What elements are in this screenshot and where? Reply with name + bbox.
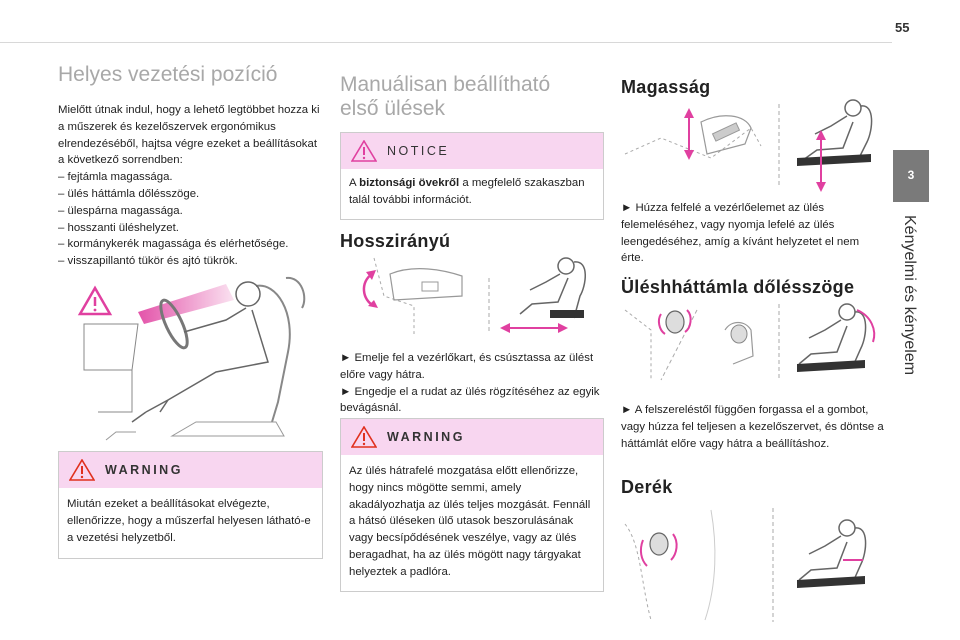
section-title-driving-position: Helyes vezetési pozíció: [58, 63, 278, 86]
section-title-height: Magasság: [621, 77, 711, 97]
list-item: visszapillantó tükör és ajtó tükrök.: [58, 253, 323, 270]
chapter-title-vertical: Kényelmi és kényelem: [900, 215, 930, 445]
height-adjust-illustration: [624, 99, 873, 192]
list-item: kormánykerék magassága és elérhetősége.: [58, 236, 323, 253]
adjustment-order-list: fejtámla magassága. ülés háttámla dőléss…: [58, 169, 323, 270]
top-divider: [0, 42, 892, 43]
list-item: hosszanti üléshelyzet.: [58, 220, 323, 237]
instruction-step: ► Engedje el a rudat az ülés rögzítéséhe…: [340, 385, 600, 415]
intro-paragraph: Mielőtt útnak indul, hogy a lehető legtö…: [58, 104, 320, 167]
section-title-lumbar: Derék: [621, 477, 673, 497]
height-instructions: ► Húzza felfelé a vezérlőelemet az ülés …: [621, 202, 860, 265]
warning-title: WARNING: [105, 463, 183, 477]
page-number: 55: [895, 20, 910, 35]
warning-text: Miután ezeket a beállításokat elvégezte,…: [67, 498, 311, 544]
instruction-step: ► Emelje fel a vezérlőkart, és csúsztass…: [340, 352, 594, 381]
title-line-2: első ülések: [340, 97, 446, 120]
chapter-number: 3: [907, 168, 915, 182]
chapter-tab[interactable]: [893, 150, 929, 202]
recline-instructions: ► A felszereléstől függően forgassa el a…: [621, 404, 884, 450]
driver-position-illustration: [77, 276, 306, 441]
notice-box: NOTICE A biztonsági övekről a megfelelő …: [340, 132, 604, 220]
notice-title: NOTICE: [387, 144, 450, 158]
warning-text: Az ülés hátrafelé mozgatása előtt ellenő…: [349, 465, 591, 578]
warning-box: WARNING Az ülés hátrafelé mozgatása előt…: [340, 418, 604, 592]
notice-text-pre: A: [349, 177, 360, 189]
notice-icon: [351, 140, 377, 162]
warning-icon: [351, 426, 377, 448]
longitudinal-adjust-illustration: [362, 257, 586, 334]
warning-header: WARNING: [341, 419, 603, 455]
recline-adjust-illustration: [624, 303, 876, 381]
lumbar-adjust-illustration: [624, 508, 867, 622]
warning-title: WARNING: [387, 430, 465, 444]
notice-text-post: a megfelelő szakaszban talál további inf…: [349, 177, 585, 206]
section-title-longitudinal: Hosszirányú: [340, 231, 451, 251]
section-title-manual-seats: Manuálisan beállítható első ülések: [340, 73, 604, 121]
list-item: ülespárna magassága.: [58, 203, 323, 220]
title-line-1: Manuálisan beállítható: [340, 73, 551, 96]
list-item: fejtámla magassága.: [58, 169, 323, 186]
chapter-title: Kényelmi és kényelem: [901, 215, 918, 376]
notice-text: A biztonsági övekről a megfelelő szakasz…: [341, 169, 603, 219]
warning-icon: [69, 459, 95, 481]
warning-box: WARNING Miután ezeket a beállításokat el…: [58, 451, 323, 560]
list-item: ülés háttámla dőlésszöge.: [58, 186, 323, 203]
notice-header: NOTICE: [341, 133, 603, 169]
longitudinal-instructions: ► Emelje fel a vezérlőkart, és csúsztass…: [340, 350, 602, 417]
section-title-recline: Üléshháttámla dőlésszöge: [621, 277, 855, 297]
column-driving-position: Helyes vezetési pozíció Mielőtt útnak in…: [58, 60, 323, 560]
warning-header: WARNING: [59, 452, 322, 488]
notice-link-seatbelts[interactable]: biztonsági övekről: [359, 177, 460, 189]
column-manual-seats: Manuálisan beállítható első ülések NOTIC…: [340, 60, 604, 592]
